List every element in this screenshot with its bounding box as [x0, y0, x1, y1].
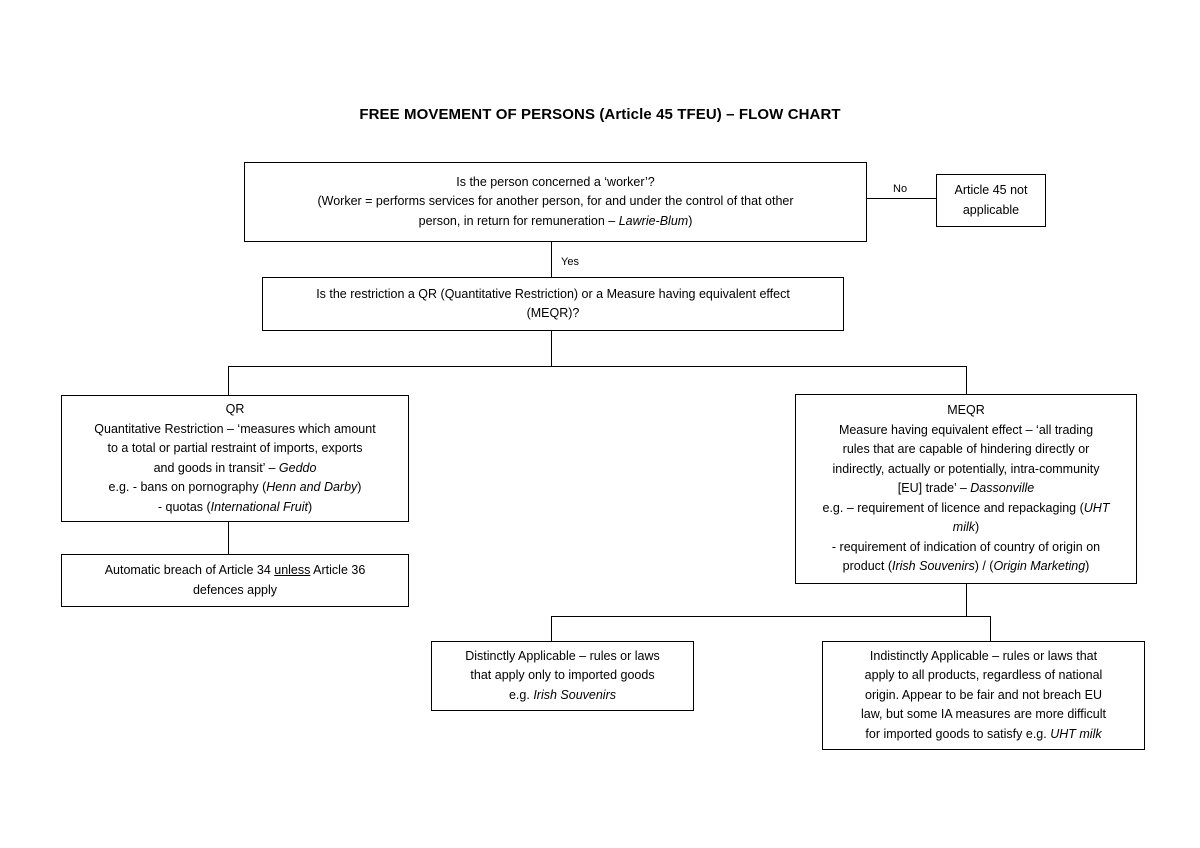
case-international-fruit: International Fruit — [210, 499, 308, 514]
connector-yes — [551, 241, 552, 277]
connector-qr-breach — [228, 521, 229, 554]
connector-to-indistinct — [990, 616, 991, 641]
worker-question-box: Is the person concerned a ‘worker’? (Wor… — [244, 162, 867, 242]
indistinctly-applicable-box: Indistinctly Applicable – rules or laws … — [822, 641, 1145, 750]
distinctly-applicable-box: Distinctly Applicable – rules or laws th… — [431, 641, 694, 711]
no-label: No — [893, 183, 908, 195]
worker-definition-cont: person, in return for remuneration – Law… — [418, 213, 693, 228]
connector-to-distinct — [551, 616, 552, 641]
case-origin-marketing: Origin Marketing — [993, 559, 1086, 574]
connector-to-meqr — [966, 366, 967, 394]
restriction-question-box: Is the restriction a QR (Quantitative Re… — [262, 277, 844, 331]
qr-box: QR Quantitative Restriction – ‘measures … — [61, 395, 409, 522]
meqr-heading: MEQR — [947, 403, 985, 418]
connector-to-qr — [228, 366, 229, 395]
case-uht: UHT — [1083, 500, 1110, 515]
case-dassonville: Dassonville — [970, 481, 1035, 496]
connector-restriction-down — [551, 330, 552, 367]
connector-split-2 — [551, 616, 991, 617]
connector-no — [866, 198, 936, 199]
case-irish-souvenirs: Irish Souvenirs — [892, 559, 975, 574]
case-henn-and-darby: Henn and Darby — [266, 480, 358, 494]
case-geddo: Geddo — [278, 460, 317, 475]
automatic-breach-box: Automatic breach of Article 34 unless Ar… — [61, 554, 409, 607]
qr-heading: QR — [225, 402, 245, 416]
worker-definition: (Worker = performs services for another … — [317, 194, 794, 209]
case-irish-souvenirs-example: Irish Souvenirs — [533, 687, 616, 702]
unless-emphasis: unless — [274, 563, 311, 577]
connector-meqr-down — [966, 583, 967, 617]
case-uht-milk-example: UHT milk — [1050, 726, 1102, 741]
connector-split — [228, 366, 966, 367]
meqr-box: MEQR Measure having equivalent effect – … — [795, 394, 1137, 584]
page-title: FREE MOVEMENT OF PERSONS (Article 45 TFE… — [359, 106, 841, 123]
case-lawrie-blum: Lawrie-Blum — [618, 213, 689, 228]
worker-question: Is the person concerned a ‘worker’? — [456, 174, 655, 189]
article-not-applicable-box: Article 45 not applicable — [936, 174, 1046, 227]
yes-label: Yes — [561, 256, 579, 268]
case-uht-milk: milk — [952, 520, 976, 535]
